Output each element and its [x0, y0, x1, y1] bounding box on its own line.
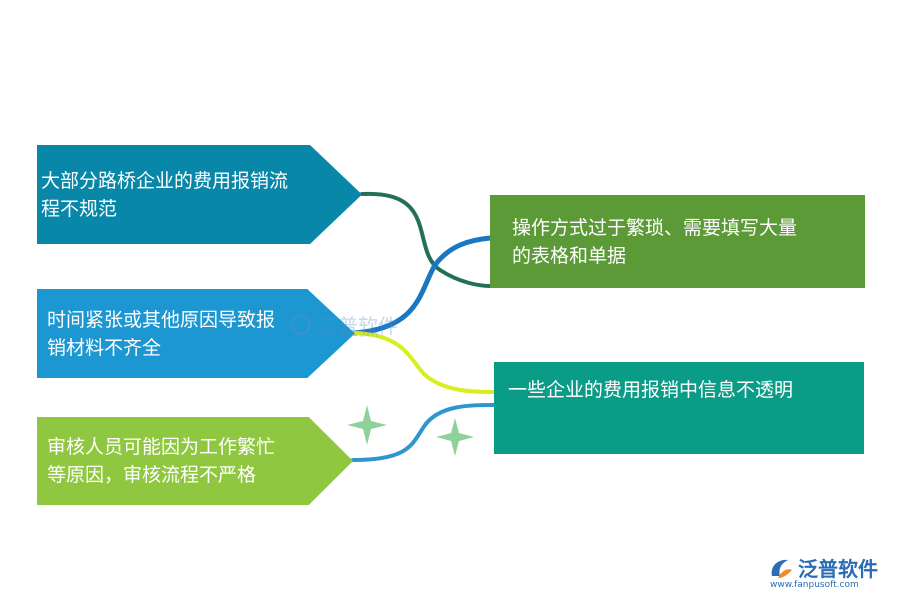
watermark-subtext: FANPU SOFTWARE [312, 332, 381, 339]
left-box-2-line1: 时间紧张或其他原因导致报 [47, 308, 276, 331]
connector-yellow [353, 331, 496, 394]
left-box-1-line1: 大部分路桥企业的费用报销流 [41, 169, 289, 192]
fanpu-logo-icon [771, 559, 792, 578]
right-box-2: 一些企业的费用报销中信息不透明 [494, 362, 864, 454]
sparkle-icon [436, 418, 474, 456]
connector-light-blue [351, 403, 496, 462]
right-box-2-line1: 一些企业的费用报销中信息不透明 [508, 379, 794, 401]
brand-url: www.fanpusoft.com [770, 580, 859, 590]
right-box-1-line1: 操作方式过于繁琐、需要填写大量 [512, 216, 798, 239]
brand-name: 泛普软件 [798, 557, 878, 581]
watermark-text: 泛普软件 [318, 314, 398, 338]
left-box-3-line1: 审核人员可能因为工作繁忙 [47, 436, 276, 458]
left-box-2-line2: 销材料不齐全 [47, 336, 162, 359]
left-box-1: 大部分路桥企业的费用报销流 程不规范 [37, 145, 362, 244]
sparkle-icon [347, 405, 387, 445]
connector-dark-green [360, 191, 492, 288]
left-box-3-line2: 等原因，审核流程不严格 [47, 464, 257, 486]
right-box-1-line2: 的表格和单据 [512, 244, 627, 267]
connector-blue [352, 235, 493, 336]
left-box-1-line2: 程不规范 [41, 197, 118, 220]
left-box-2: 时间紧张或其他原因导致报 销材料不齐全 [37, 289, 355, 378]
brand-logo: 泛普软件 [768, 553, 878, 582]
right-box-1: 操作方式过于繁琐、需要填写大量 的表格和单据 [490, 195, 865, 288]
watermark-logo-icon [290, 314, 312, 335]
watermark: 泛普软件 FANPU SOFTWARE [290, 310, 398, 339]
left-box-3: 审核人员可能因为工作繁忙 等原因，审核流程不严格 [37, 417, 353, 505]
